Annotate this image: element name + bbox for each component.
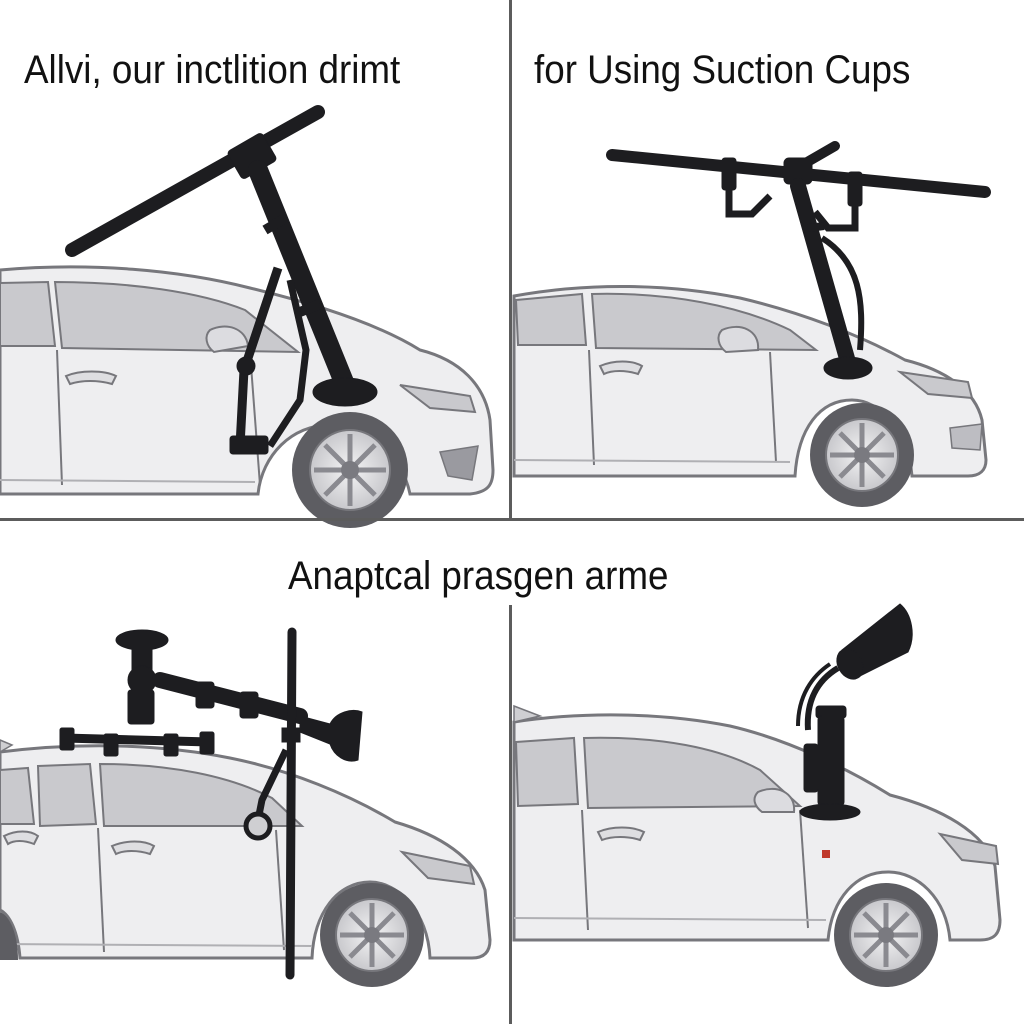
divider-horizontal (0, 518, 1024, 521)
panel-bottom-left-wheels (0, 883, 424, 987)
caption-middle: Anaptcal prasgen arme (288, 554, 669, 598)
panel-bottom-right-mount (796, 603, 913, 821)
panel-bottom-right-wheel (834, 883, 938, 987)
panel-top-left-wheel (292, 412, 408, 528)
panel-top-left-mount (65, 105, 378, 455)
caption-top-left: Allvi, our inctlition drimt (24, 48, 401, 92)
panel-bottom-left-mount (59, 627, 363, 980)
panel-top-right-car (512, 284, 988, 478)
panel-top-right-wheel (810, 403, 914, 507)
panel-bottom-right-car (512, 704, 1002, 942)
caption-top-right: for Using Suction Cups (534, 48, 911, 92)
panel-top-right-mount (606, 141, 991, 380)
divider-vertical-top (509, 0, 512, 520)
divider-vertical-bottom (509, 605, 512, 1024)
panel-bottom-left-car (0, 739, 492, 960)
